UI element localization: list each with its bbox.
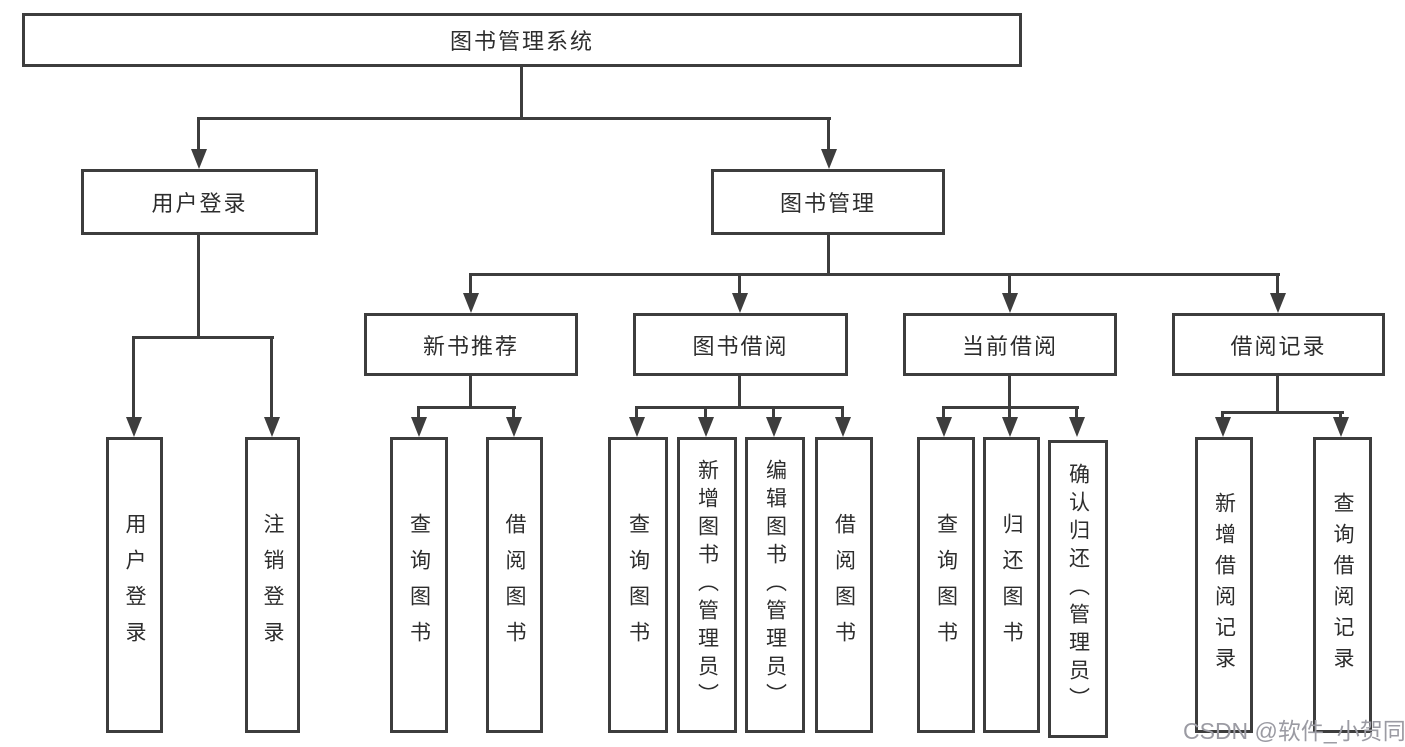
- connector-user-login-stem: [197, 235, 200, 339]
- node-cb-return-books-label: 归还图书: [1000, 513, 1023, 657]
- node-book-borrowing: 图书借阅: [633, 313, 848, 376]
- arrowhead-down-icon: [506, 417, 522, 437]
- node-ul-logout: 注销登录: [245, 437, 300, 733]
- node-cb-query-books-label: 查询图书: [934, 513, 958, 657]
- connector-stem: [738, 273, 741, 295]
- connector-stem: [512, 406, 515, 419]
- arrowhead-down-icon: [463, 293, 479, 313]
- connector-level2-rail: [197, 117, 831, 120]
- csdn-watermark: CSDN @软件_小贺同学: [1183, 718, 1405, 744]
- arrowhead-down-icon: [191, 149, 207, 169]
- node-cb-query-books: 查询图书: [917, 437, 975, 733]
- arrowhead-down-icon: [1002, 417, 1018, 437]
- node-cb-confirm-return-admin-label: 确认归还（管理员）: [1066, 463, 1090, 715]
- node-cb-return-books: 归还图书: [983, 437, 1040, 733]
- node-borrowing-records: 借阅记录: [1172, 313, 1385, 376]
- connector-cb-stem: [1008, 376, 1011, 409]
- node-br-add-record-label: 新增借阅记录: [1212, 492, 1236, 678]
- connector-stem: [1008, 273, 1011, 295]
- node-current-borrowing: 当前借阅: [903, 313, 1117, 376]
- connector-book-mgmt-stem: [827, 235, 830, 276]
- arrowhead-down-icon: [732, 293, 748, 313]
- node-nb-query-books: 查询图书: [390, 437, 448, 733]
- arrowhead-down-icon: [264, 417, 280, 437]
- node-borrowing-records-label: 借阅记录: [1230, 333, 1327, 359]
- arrowhead-down-icon: [1069, 417, 1085, 437]
- connector-level3-rail: [469, 273, 1280, 276]
- node-bb-edit-books-admin-label: 编辑图书（管理员）: [763, 459, 787, 711]
- node-br-add-record: 新增借阅记录: [1195, 437, 1253, 733]
- node-book-management-label: 图书管理: [779, 191, 876, 216]
- connector-bb-rail: [635, 406, 843, 409]
- connector-stem: [772, 406, 775, 419]
- node-cb-confirm-return-admin: 确认归还（管理员）: [1048, 440, 1108, 738]
- connector-nb-rail: [417, 406, 516, 409]
- arrowhead-down-icon: [629, 417, 645, 437]
- arrowhead-down-icon: [126, 417, 142, 437]
- node-new-book-recommend: 新书推荐: [364, 313, 578, 376]
- node-ul-logout-label: 注销登录: [261, 513, 284, 657]
- node-bb-borrow-books: 借阅图书: [815, 437, 873, 733]
- connector-stem: [841, 406, 844, 419]
- connector-br-rail: [1221, 411, 1344, 414]
- connector-stem: [704, 406, 707, 419]
- node-nb-borrow-books: 借阅图书: [486, 437, 543, 733]
- node-new-book-recommend-label: 新书推荐: [422, 333, 519, 359]
- connector-stem: [197, 117, 200, 150]
- node-ul-user-login: 用户登录: [106, 437, 163, 733]
- arrowhead-down-icon: [1002, 293, 1018, 313]
- connector-stem: [1075, 406, 1078, 419]
- connector-user-login-rail: [132, 336, 274, 339]
- node-user-login-label: 用户登录: [151, 191, 248, 216]
- node-nb-query-books-label: 查询图书: [407, 513, 431, 657]
- arrowhead-down-icon: [936, 417, 952, 437]
- connector-stem: [1339, 411, 1342, 419]
- connector-bb-stem: [738, 376, 741, 409]
- connector-stem: [827, 117, 830, 150]
- arrowhead-down-icon: [1333, 417, 1349, 437]
- connector-stem: [1276, 273, 1279, 295]
- node-root-label: 图书管理系统: [449, 29, 594, 54]
- arrowhead-down-icon: [835, 417, 851, 437]
- arrowhead-down-icon: [821, 149, 837, 169]
- node-bb-query-books-label: 查询图书: [626, 513, 650, 657]
- node-br-query-record: 查询借阅记录: [1313, 437, 1372, 733]
- arrowhead-down-icon: [1215, 417, 1231, 437]
- node-br-query-record-label: 查询借阅记录: [1331, 492, 1354, 678]
- connector-stem: [469, 273, 472, 295]
- connector-br-stem: [1276, 376, 1279, 414]
- connector-stem: [132, 336, 135, 419]
- node-book-borrowing-label: 图书借阅: [692, 333, 789, 359]
- connector-nb-stem: [469, 376, 472, 409]
- arrowhead-down-icon: [766, 417, 782, 437]
- node-current-borrowing-label: 当前借阅: [961, 333, 1058, 359]
- node-bb-add-books-admin: 新增图书（管理员）: [677, 437, 737, 733]
- node-book-management: 图书管理: [711, 169, 945, 235]
- node-bb-query-books: 查询图书: [608, 437, 668, 733]
- connector-stem: [635, 406, 638, 419]
- connector-stem: [1008, 406, 1011, 419]
- connector-stem: [270, 336, 273, 419]
- node-user-login: 用户登录: [81, 169, 318, 235]
- node-ul-user-login-label: 用户登录: [123, 513, 146, 657]
- node-root: 图书管理系统: [22, 13, 1022, 67]
- node-bb-edit-books-admin: 编辑图书（管理员）: [745, 437, 805, 733]
- connector-root-stem: [520, 66, 523, 119]
- connector-stem: [1221, 411, 1224, 419]
- connector-stem: [417, 406, 420, 419]
- arrowhead-down-icon: [698, 417, 714, 437]
- arrowhead-down-icon: [411, 417, 427, 437]
- node-bb-add-books-admin-label: 新增图书（管理员）: [695, 459, 719, 711]
- connector-stem: [942, 406, 945, 419]
- arrowhead-down-icon: [1270, 293, 1286, 313]
- node-nb-borrow-books-label: 借阅图书: [503, 513, 526, 657]
- node-bb-borrow-books-label: 借阅图书: [832, 513, 856, 657]
